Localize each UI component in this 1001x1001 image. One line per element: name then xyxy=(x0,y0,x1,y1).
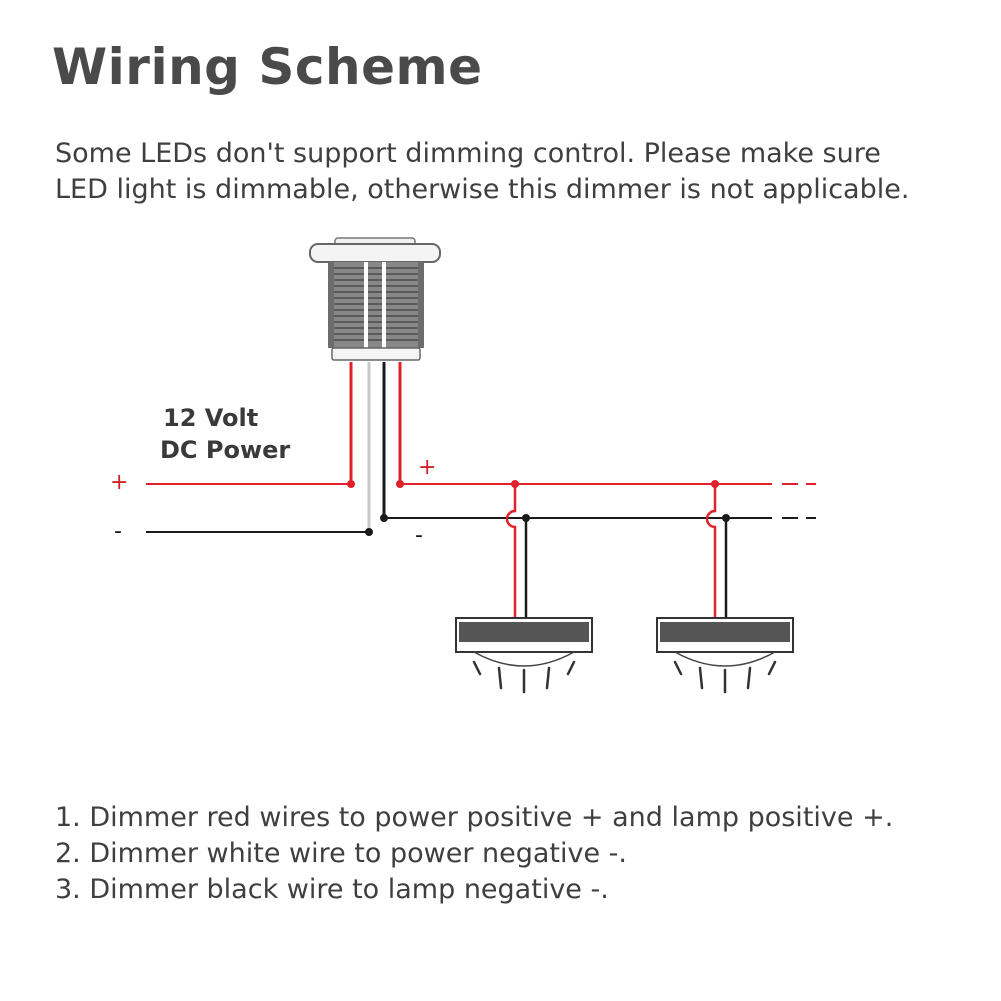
instruction-item-2: 2. Dimmer white wire to power negative -… xyxy=(55,838,628,869)
intro-text: Some LEDs don't support dimming control.… xyxy=(55,136,985,208)
lamp-2 xyxy=(656,617,794,694)
power-label-line-2: DC Power xyxy=(160,436,290,464)
instruction-item-1: 1. Dimmer red wires to power positive + … xyxy=(55,802,894,833)
lamp-1 xyxy=(455,617,593,694)
instruction-item-3: 3. Dimmer black wire to lamp negative -. xyxy=(55,874,609,905)
power-label-line-1: 12 Volt xyxy=(163,404,258,432)
power-plus-label: + xyxy=(110,470,128,495)
intro-line-2: LED light is dimmable, otherwise this di… xyxy=(55,174,910,205)
page-title: Wiring Scheme xyxy=(52,38,483,96)
dimmer-switch xyxy=(309,237,441,361)
lamp-plus-label: + xyxy=(418,455,436,480)
power-minus-label: - xyxy=(114,519,122,544)
lamp-minus-label: - xyxy=(415,523,423,548)
instruction-list: 1. Dimmer red wires to power positive + … xyxy=(55,800,893,908)
intro-line-1: Some LEDs don't support dimming control.… xyxy=(55,138,881,169)
